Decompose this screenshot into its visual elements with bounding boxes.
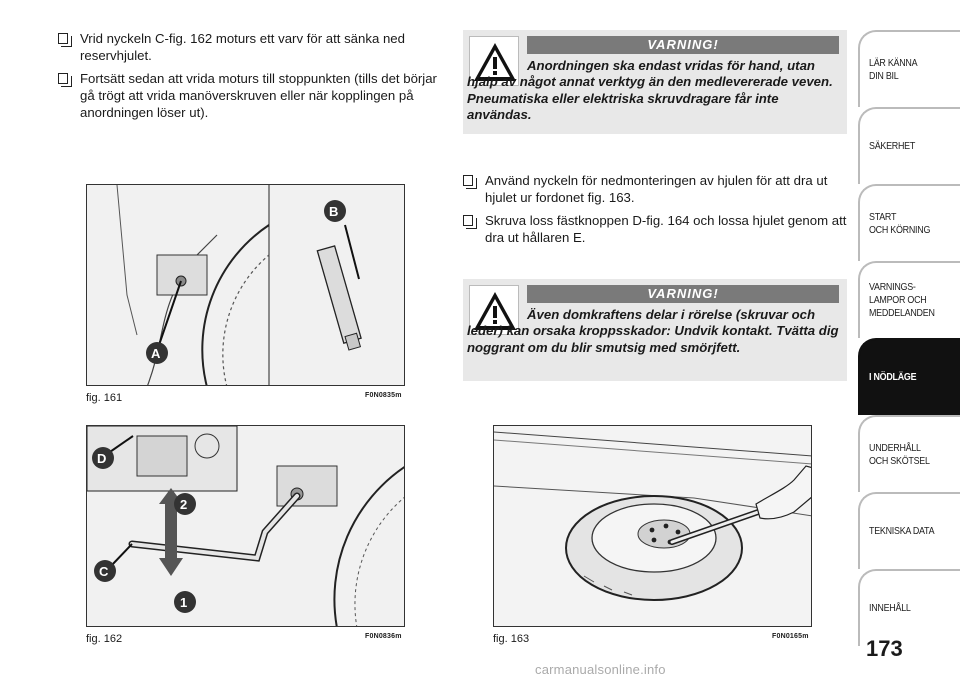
figure-label-b: B bbox=[329, 204, 339, 219]
warning-triangle-icon bbox=[469, 285, 519, 335]
checkbox-icon bbox=[463, 175, 477, 189]
warning-box-1: VARNING! Anordningen ska endast vridas f… bbox=[463, 30, 847, 134]
figure-163 bbox=[493, 425, 812, 627]
warning-heading: VARNING! bbox=[527, 36, 839, 54]
nav-label: VARNINGS- LAMPOR OCH MEDDELANDEN bbox=[869, 281, 935, 319]
nav-label: UNDERHÅLL OCH SKÖTSEL bbox=[869, 441, 930, 467]
figure-label-c: C bbox=[99, 564, 109, 579]
warning-box-2: VARNING! Även domkraftens delar i rörels… bbox=[463, 279, 847, 381]
nav-label: LÄR KÄNNA DIN BIL bbox=[869, 56, 918, 82]
figure-label-d: D bbox=[97, 451, 107, 466]
figure-163-illustration bbox=[494, 426, 811, 626]
figure-caption: fig. 161 bbox=[86, 392, 123, 404]
nav-item-lar-kanna[interactable]: LÄR KÄNNA DIN BIL bbox=[858, 30, 960, 107]
left-bullet-list: Vrid nyckeln C-fig. 162 moturs ett varv … bbox=[58, 30, 438, 127]
figure-162: D 2 C 1 bbox=[86, 425, 405, 627]
nav-item-i-nodlage[interactable]: I NÖDLÄGE bbox=[858, 338, 960, 415]
nav-item-underhall[interactable]: UNDERHÅLL OCH SKÖTSEL bbox=[858, 415, 960, 492]
nav-label: START OCH KÖRNING bbox=[869, 210, 931, 236]
nav-label: I NÖDLÄGE bbox=[869, 371, 917, 383]
figure-label-1: 1 bbox=[180, 595, 188, 610]
list-item-text: Använd nyckeln för nedmonteringen av hju… bbox=[485, 173, 828, 205]
list-item: Vrid nyckeln C-fig. 162 moturs ett varv … bbox=[58, 30, 438, 64]
warning-text: Anordningen ska endast vridas för hand, … bbox=[467, 58, 833, 123]
figure-162-illustration bbox=[87, 426, 404, 626]
nav-item-tekniska-data[interactable]: TEKNISKA DATA bbox=[858, 492, 960, 569]
chapter-nav: LÄR KÄNNA DIN BIL SÄKERHET START OCH KÖR… bbox=[858, 30, 960, 646]
figure-161-illustration bbox=[87, 185, 404, 385]
list-item-text: Vrid nyckeln C-fig. 162 moturs ett varv … bbox=[80, 31, 405, 63]
list-item: Fortsätt sedan att vrida moturs till sto… bbox=[58, 70, 438, 121]
warning-heading: VARNING! bbox=[527, 285, 839, 303]
nav-item-start[interactable]: START OCH KÖRNING bbox=[858, 184, 960, 261]
nav-item-sakerhet[interactable]: SÄKERHET bbox=[858, 107, 960, 184]
nav-item-innehall[interactable]: INNEHÅLL bbox=[858, 569, 960, 646]
warning-triangle-icon bbox=[469, 36, 519, 86]
list-item: Använd nyckeln för nedmonteringen av hju… bbox=[463, 172, 847, 206]
figure-caption: fig. 162 bbox=[86, 633, 123, 645]
figure-label-a: A bbox=[151, 346, 161, 361]
nav-label: INNEHÅLL bbox=[869, 602, 911, 614]
list-item-text: Fortsätt sedan att vrida moturs till sto… bbox=[80, 71, 437, 120]
nav-label: TEKNISKA DATA bbox=[869, 525, 935, 537]
list-item: Skruva loss fästknoppen D-fig. 164 och l… bbox=[463, 212, 847, 246]
checkbox-icon bbox=[58, 33, 72, 47]
list-item-text: Skruva loss fästknoppen D-fig. 164 och l… bbox=[485, 213, 847, 245]
checkbox-icon bbox=[463, 215, 477, 229]
figure-label-2: 2 bbox=[180, 497, 188, 512]
page-number: 173 bbox=[866, 636, 903, 661]
nav-label: SÄKERHET bbox=[869, 140, 916, 152]
figure-code: F0N0835m bbox=[365, 392, 402, 399]
figure-caption: fig. 163 bbox=[493, 633, 530, 645]
checkbox-icon bbox=[58, 73, 72, 87]
watermark: carmanualsonline.info bbox=[535, 662, 666, 677]
nav-item-varningslampor[interactable]: VARNINGS- LAMPOR OCH MEDDELANDEN bbox=[858, 261, 960, 338]
warning-text: Även domkraftens delar i rörelse (skruva… bbox=[467, 307, 839, 355]
right-bullet-list: Använd nyckeln för nedmonteringen av hju… bbox=[463, 172, 847, 252]
figure-code: F0N0165m bbox=[772, 633, 809, 640]
figure-161: A B bbox=[86, 184, 405, 386]
figure-code: F0N0836m bbox=[365, 633, 402, 640]
